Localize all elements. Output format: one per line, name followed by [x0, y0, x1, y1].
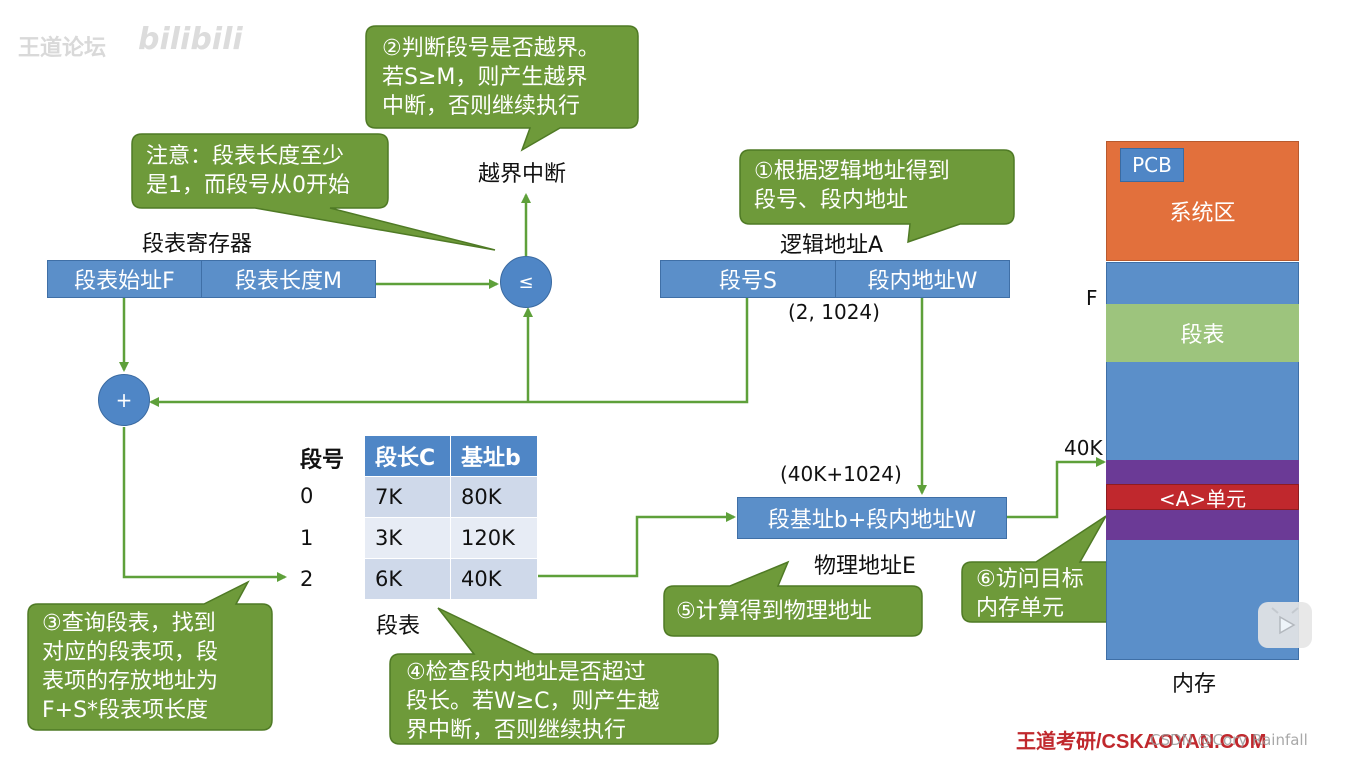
physical-address-box: 段基址b+段内地址W [737, 497, 1007, 539]
play-icon [1271, 607, 1299, 635]
callout-4-shape [389, 607, 719, 745]
bilibili-logo: bilibili [138, 22, 243, 57]
physical-address-label: 物理地址E [814, 554, 916, 579]
seg-table-cell: 3K [365, 518, 450, 558]
seg-table-row-no: 1 [300, 526, 314, 550]
seg-table-cell: 6K [365, 559, 450, 599]
physical-address-value: (40K+1024) [780, 462, 902, 486]
callout-note-text: 注意：段表长度至少 是1，而段号从0开始 [146, 144, 350, 198]
callout-note-shape [131, 133, 496, 251]
callout-2-shape [365, 25, 639, 152]
seg-table-cell: 40K [451, 559, 537, 599]
arrow-adder-to-table [122, 427, 287, 582]
memory-seg-table: 段表 [1106, 304, 1299, 362]
play-button[interactable] [1258, 602, 1312, 648]
seg-table-header-len: 段长C [365, 436, 450, 476]
memory-purple-bottom [1106, 510, 1299, 540]
logical-address-label: 逻辑地址A [780, 233, 884, 258]
callout-5-shape [663, 560, 923, 637]
memory-system-label: 系统区 [1169, 201, 1236, 226]
logical-segno-field: 段号S [660, 260, 836, 298]
out-of-bounds-label: 越界中断 [478, 162, 567, 187]
memory-target-unit: <A>单元 [1106, 484, 1299, 511]
seg-table-header-no: 段号 [300, 448, 345, 473]
register-start-field: 段表始址F [47, 260, 202, 298]
seg-table-row-no: 0 [300, 484, 314, 508]
seg-table-cell: 120K [451, 518, 537, 558]
register-length-field: 段表长度M [201, 260, 376, 298]
callout-2-text: ②判断段号是否越界。 若S≥M，则产生越界 中断，否则继续执行 [382, 36, 600, 119]
seg-table-header-base: 基址b [451, 436, 537, 476]
seg-table-caption: 段表 [376, 614, 421, 639]
callout-1-shape [739, 149, 1015, 244]
arrow-segno-to-adder [149, 298, 749, 407]
comparator-node: ≤ [500, 256, 552, 308]
wangdao-logo: 王道论坛 [18, 36, 107, 61]
segment-register-label: 段表寄存器 [142, 232, 253, 257]
seg-table-cell: 80K [451, 477, 537, 517]
callout-3-shape [27, 580, 273, 731]
memory-F-marker: F [1086, 286, 1098, 310]
logical-address-value: (2, 1024) [788, 300, 880, 324]
logical-offset-field: 段内地址W [835, 260, 1010, 298]
memory-pcb: PCB [1120, 148, 1184, 182]
callout-3-text: ③查询段表，找到 对应的段表项，段 表项的存放地址为 F+S*段表项长度 [42, 611, 219, 723]
seg-table-row-no: 2 [300, 567, 314, 591]
memory-purple-top [1106, 460, 1299, 484]
callout-6-text: ⑥访问目标 内存单元 [976, 567, 1084, 621]
arrow-table-to-phys [538, 512, 736, 578]
callout-1-text: ①根据逻辑地址得到 段号、段内地址 [754, 159, 950, 213]
seg-table-cell: 7K [365, 477, 450, 517]
callout-4-text: ④检查段内地址是否超过 段长。若W≥C，则产生越 界中断，否则继续执行 [406, 660, 660, 743]
adder-node: + [98, 374, 150, 426]
callout-5-text: ⑤计算得到物理地址 [676, 599, 872, 624]
footer-brand: 王道考研/CSKAOYAN.COM [1016, 731, 1267, 753]
arrow-phys-to-memory [1007, 457, 1106, 519]
footer-credit: CSDN @Cory Rainfall [1150, 731, 1308, 749]
memory-caption: 内存 [1172, 672, 1217, 697]
memory-40k-marker: 40K [1064, 436, 1103, 460]
